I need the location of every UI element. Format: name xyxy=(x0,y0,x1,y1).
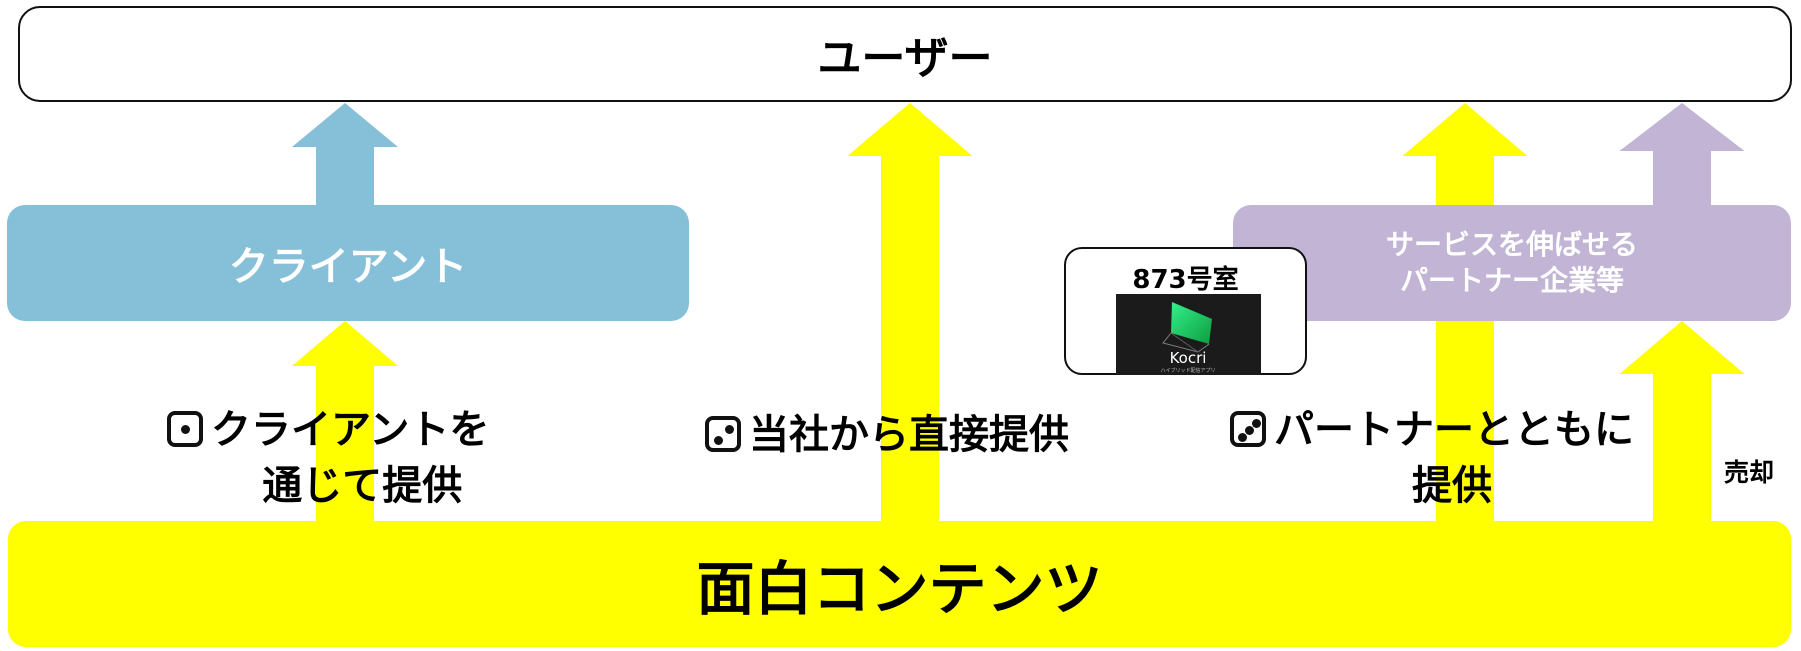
kocri-logo-subtext: ハイブリッド配信アプリ xyxy=(1161,367,1216,374)
room-873-node: 873号室 Kocri ハイブリッド配信アプリ xyxy=(1064,247,1307,375)
route-label-1-text-line-2: 通じて提供 xyxy=(262,463,463,509)
sale-label: 売却 xyxy=(1724,458,1775,487)
dice-dot xyxy=(714,436,723,445)
kocri-logo-graphic: Kocri ハイブリッド配信アプリ xyxy=(1161,302,1216,374)
route-label-1: クライアントを 通じて提供 xyxy=(167,402,489,514)
partner-node-label-line-2: パートナー企業等 xyxy=(1399,264,1624,297)
kocri-logo-outline xyxy=(1162,332,1210,353)
route-label-2: 当社から直接提供 xyxy=(705,407,1069,463)
dice-dot xyxy=(1245,426,1254,435)
direct-to-user-arrow xyxy=(847,103,973,522)
client-node-label: クライアント xyxy=(228,244,468,290)
content-node-label: 面白コンテンツ xyxy=(696,555,1103,623)
sale-to-partner-arrow xyxy=(1619,321,1745,522)
user-node: ユーザー xyxy=(18,6,1792,102)
client-node: クライアント xyxy=(7,205,689,321)
route-label-3: パートナーとともに 提供 xyxy=(1230,402,1634,514)
route-label-2-text: 当社から直接提供 xyxy=(749,412,1069,458)
room-title: 873号室 xyxy=(1132,265,1239,295)
route-label-3-line-1: パートナーとともに xyxy=(1230,402,1634,458)
dice-dot xyxy=(1238,433,1247,442)
dice-dot xyxy=(725,425,734,434)
kocri-logo-line xyxy=(1170,332,1199,353)
dice-dot xyxy=(181,425,190,434)
dice-dot xyxy=(1252,419,1261,428)
route-label-1-line-1: クライアントを xyxy=(167,402,489,458)
dice-two-icon xyxy=(705,416,741,452)
route-label-3-text-line-2: 提供 xyxy=(1412,463,1492,509)
kocri-logo: Kocri ハイブリッド配信アプリ xyxy=(1116,294,1261,375)
kocri-logo-text: Kocri xyxy=(1170,349,1207,367)
user-node-label: ユーザー xyxy=(817,33,993,84)
dice-three-icon xyxy=(1230,411,1266,447)
content-node: 面白コンテンツ xyxy=(8,521,1791,647)
partner-node: サービスを伸ばせる パートナー企業等 xyxy=(1233,205,1791,321)
partner-to-user-arrow xyxy=(1619,103,1745,206)
client-to-user-arrow xyxy=(292,103,398,206)
dice-one-icon xyxy=(167,411,203,447)
route-label-3-text-line-1: パートナーとともに xyxy=(1274,407,1634,453)
kocri-screen-shape xyxy=(1171,302,1212,344)
content-to-client-arrow xyxy=(292,321,398,522)
route-label-1-text-line-1: クライアントを xyxy=(211,407,490,453)
partner-node-label-line-1: サービスを伸ばせる xyxy=(1385,228,1638,261)
